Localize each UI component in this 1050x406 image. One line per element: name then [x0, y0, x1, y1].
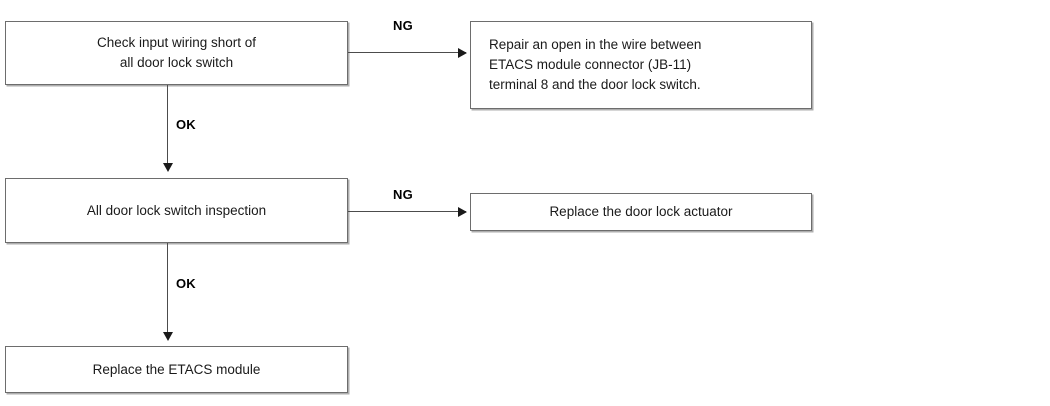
node-check-input-wiring-label: Check input wiring short of all door loc… [96, 35, 257, 70]
arrow-right-icon-ng-1 [458, 48, 467, 58]
connector-ng-1-line [348, 52, 466, 53]
node-replace-etacs-module[interactable]: Replace the ETACS module [5, 346, 348, 393]
arrow-right-icon-ng-2 [458, 207, 467, 217]
arrow-down-icon-ok-1 [163, 163, 173, 172]
node-repair-open-wire-label: Repair an open in the wire between ETACS… [489, 37, 702, 92]
node-all-door-lock-switch-inspection[interactable]: All door lock switch inspection [5, 178, 348, 243]
connector-ok-1-line [167, 85, 168, 163]
edge-label-ok-1: OK [176, 117, 196, 132]
node-replace-door-lock-actuator[interactable]: Replace the door lock actuator [470, 193, 812, 231]
node-replace-etacs-module-label: Replace the ETACS module [92, 361, 261, 377]
node-check-input-wiring[interactable]: Check input wiring short of all door loc… [5, 21, 348, 85]
arrow-down-icon-ok-2 [163, 332, 173, 341]
connector-ok-2-line [167, 243, 168, 333]
node-repair-open-wire[interactable]: Repair an open in the wire between ETACS… [470, 21, 812, 109]
node-all-door-lock-switch-inspection-label: All door lock switch inspection [86, 202, 267, 218]
connector-ng-2-line [348, 211, 466, 212]
edge-label-ok-2: OK [176, 276, 196, 291]
edge-label-ng-1: NG [393, 18, 413, 33]
edge-label-ng-2: NG [393, 187, 413, 202]
node-replace-door-lock-actuator-label: Replace the door lock actuator [549, 204, 733, 219]
